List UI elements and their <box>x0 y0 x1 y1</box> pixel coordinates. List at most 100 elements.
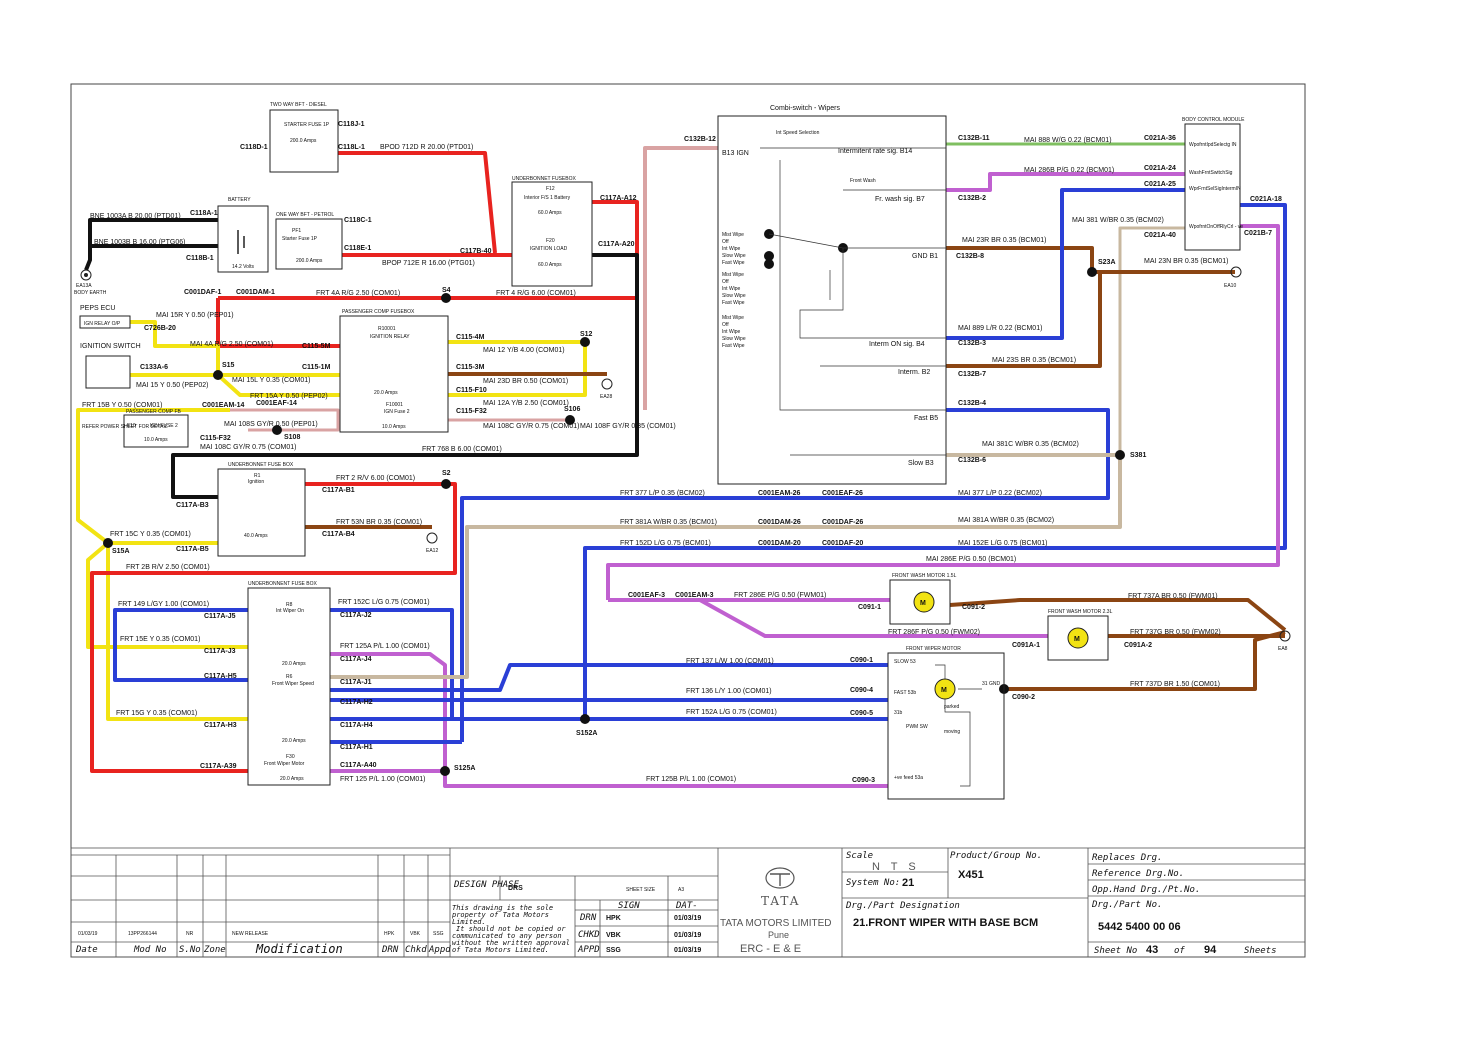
tb-hdr-drn: DRN <box>381 945 399 955</box>
wire-frt137 <box>330 663 888 692</box>
tb-notice-3: It should not be copied or <box>456 925 566 933</box>
lbl-31b: 31b <box>894 710 903 716</box>
box-two-way-bft <box>269 109 339 173</box>
box-ignition-switch <box>85 355 131 389</box>
tata-logo-mark <box>765 867 795 889</box>
conn-c021a25: C021A-25 <box>1144 181 1176 188</box>
conn-c090-5: C090-5 <box>850 710 873 717</box>
lbl-fr-wash: Fr. wash sig. B7 <box>875 196 925 203</box>
lbl-wash-motor-15: FRONT WASH MOTOR 1.5L <box>892 573 957 579</box>
box-wash-motor-23 <box>1047 615 1109 661</box>
tb-product-label: Product/Group No. <box>950 851 1042 861</box>
conn-c115-5m: C115-5M <box>302 343 331 350</box>
conn-c117a-j3: C117A-J3 <box>204 648 236 655</box>
mist-3-2: Int Wipe <box>722 329 741 335</box>
mist-2-0: Mist Wipe <box>722 272 744 278</box>
conn-c117b40: C117B-40 <box>460 248 492 255</box>
tb-notice-1: property of Tata Motors <box>452 911 549 919</box>
lbl-moving: moving <box>944 729 960 735</box>
wl-mai377: MAI 377 L/P 0.22 (BCM02) <box>958 490 1042 497</box>
earth-ea13a-dot <box>84 273 88 277</box>
wire-c132b12 <box>643 146 718 410</box>
wire-mai286b <box>946 172 1185 192</box>
wire-mai889 <box>946 188 1185 340</box>
lbl-combi-switch: Combi-switch - Wipers <box>770 105 841 112</box>
box-bcm <box>1184 123 1241 251</box>
conn-c090-1: C090-1 <box>850 657 873 664</box>
tb-right-grid <box>841 848 1305 957</box>
lbl-starter-fuse: STARTER FUSE 1P <box>284 122 330 128</box>
conn-c001daf1: C001DAF-1 <box>184 289 221 296</box>
conn-c132b7: C132B-7 <box>958 371 986 378</box>
mist-1-4: Fast Wipe <box>722 260 745 266</box>
box-f10 <box>123 414 189 448</box>
wire-mai15r <box>130 320 220 375</box>
tb-designation: 21.FRONT WIPER WITH BASE BCM <box>853 917 1038 929</box>
tb-dat-label: DAT- <box>675 901 698 911</box>
conn-c115-f10: C115-F10 <box>456 387 487 394</box>
tb-rev-appd: SSG <box>433 931 444 937</box>
lbl-ign-fuse-2: IGN FUSE 2 <box>150 423 178 429</box>
wl-frt2b: FRT 2B R/V 2.50 (COM01) <box>126 564 210 571</box>
mist-3-4: Fast Wipe <box>722 343 745 349</box>
conn-c117a20: C117A-A20 <box>598 241 635 248</box>
box-combi-switch <box>717 115 947 485</box>
lbl-front-wiper-speed: Front Wiper Speed <box>272 681 314 687</box>
wl-frt2: FRT 2 R/V 6.00 (COM01) <box>336 475 415 482</box>
conn-c115-3m: C115-3M <box>456 364 485 371</box>
wire-frt286f <box>699 598 1048 638</box>
wire-frt381a <box>330 453 1122 679</box>
lbl-ea12: EA12 <box>426 548 438 554</box>
conn-c115-f32b: C115-F32 <box>200 435 231 442</box>
wl-mai286e: MAI 286E P/G 0.50 (BCM01) <box>926 556 1016 563</box>
wl-bpop712e: BPOP 712E R 16.00 (PTG01) <box>382 260 475 267</box>
wl-frt152d: FRT 152D L/G 0.75 (BCM01) <box>620 540 711 547</box>
wl-frt15e: FRT 15E Y 0.35 (COM01) <box>120 636 200 643</box>
wire-frt152c <box>330 608 454 719</box>
wl-mai108c2: MAI 108C GY/R 0.75 (COM01) <box>200 444 296 451</box>
wire-frt15e <box>86 541 248 649</box>
wire-bpod712d <box>338 151 497 254</box>
tb-rev-date: 01/03/19 <box>78 931 98 937</box>
wire-frt15a <box>216 373 340 397</box>
conn-c118e1: C118E-1 <box>344 245 371 252</box>
tb-part-no: 5442 5400 00 06 <box>1098 921 1181 933</box>
conn-c115-f32: C115-F32 <box>456 408 487 415</box>
lbl-int-speed-sel: Int Speed Selection <box>776 130 820 136</box>
tb-hdr-sno: S.No <box>179 945 201 955</box>
earth-ea12: EA12 <box>426 532 438 554</box>
wire-frt2 <box>90 482 457 773</box>
conn-s125a: S125A <box>454 765 475 772</box>
lbl-f20-sub: IGNITION LOAD <box>530 246 568 252</box>
lbl-31gnd: 31 GND <box>982 681 1000 687</box>
tb-reference-label: Reference Drg.No. <box>1092 869 1184 879</box>
conn-c091a1: C091A-1 <box>1012 642 1040 649</box>
wl-bpod712d: BPOD 712D R 20.00 (PTD01) <box>380 144 473 151</box>
conn-c117a-j4: C117A-J4 <box>340 656 372 663</box>
wl-mai23r: MAI 23R BR 0.35 (BCM01) <box>962 237 1046 244</box>
conn-s15a: S15A <box>112 548 130 555</box>
box-ign-relay <box>79 315 131 329</box>
tb-opp-label: Opp.Hand Drg./Pt.No. <box>1092 885 1200 895</box>
lbl-interm-on: Interm ON sig. B4 <box>869 341 925 348</box>
wire-bne1003a <box>84 218 218 271</box>
conn-c090-2: C090-2 <box>1012 694 1035 701</box>
conn-c117a-h5: C117A-H5 <box>204 673 237 680</box>
title-block: 01/03/19 13PP266144 NR NEW RELEASE HPK V… <box>70 847 1306 958</box>
tata-logo: TATA <box>761 867 798 908</box>
lbl-int-wiper-on: Int Wiper On <box>276 608 304 614</box>
tb-notice-4: communicated to any person <box>452 932 562 940</box>
lbl-f30: F30 <box>286 754 295 760</box>
conn-c117a-h2: C117A-H2 <box>340 699 373 706</box>
lbl-passenger-fb-small: PASSENGER COMP FB <box>126 409 181 415</box>
conn-c021a24: C021A-24 <box>1144 165 1176 172</box>
lbl-bcm: BODY CONTROL MODULE <box>1182 117 1245 123</box>
splice-s23a <box>1087 267 1097 277</box>
wire-frt152d <box>583 203 1287 719</box>
lbl-peps-ecu: PEPS ECU <box>80 305 115 312</box>
tb-sheet-size-label: SHEET SIZE <box>626 887 656 893</box>
conn-c115-4m: C115-4M <box>456 334 485 341</box>
wl-mai108c: MAI 108C GY/R 0.75 (COM01) <box>483 423 579 430</box>
conn-c117a-j5: C117A-J5 <box>204 613 236 620</box>
tb-notice-0: This drawing is the sole <box>452 904 553 912</box>
